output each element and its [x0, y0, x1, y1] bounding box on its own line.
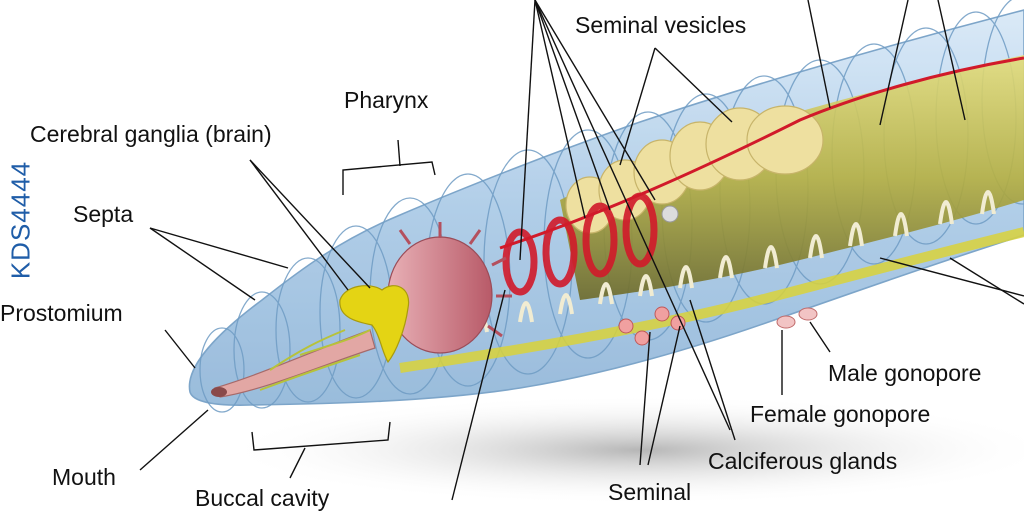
- label-buccal-cavity: Buccal cavity: [195, 485, 330, 511]
- aortic-arches: [502, 192, 658, 296]
- ground-shadow: [220, 395, 1024, 505]
- label-female-gonopore: Female gonopore: [750, 401, 931, 427]
- watermark-text: KDS4444: [5, 160, 36, 280]
- buccal-tube: [214, 329, 376, 398]
- ventral-nerve-cord: [399, 227, 1024, 373]
- label-seminal-vesicles: Seminal vesicles: [575, 12, 747, 38]
- label-seminal: Seminal: [608, 479, 692, 505]
- cerebral-ganglia: [339, 285, 410, 364]
- label-pharynx: Pharynx: [344, 87, 429, 113]
- calciferous-glands: [618, 205, 686, 346]
- nerves: [259, 329, 371, 391]
- label-prostomium: Prostomium: [0, 300, 123, 326]
- label-male-gonopore: Male gonopore: [828, 360, 982, 386]
- label-cerebral-ganglia: Cerebral ganglia (brain): [30, 121, 272, 147]
- label-calciferous-glands: Calciferous glands: [708, 448, 898, 474]
- gonopores: [776, 307, 818, 329]
- label-mouth: Mouth: [52, 464, 116, 490]
- leader-lines: [139, 0, 1024, 501]
- label-septa: Septa: [73, 201, 134, 227]
- intestine: [560, 55, 1024, 300]
- watermark: KDS4444: [6, 150, 36, 290]
- mouth-opening: [211, 387, 227, 397]
